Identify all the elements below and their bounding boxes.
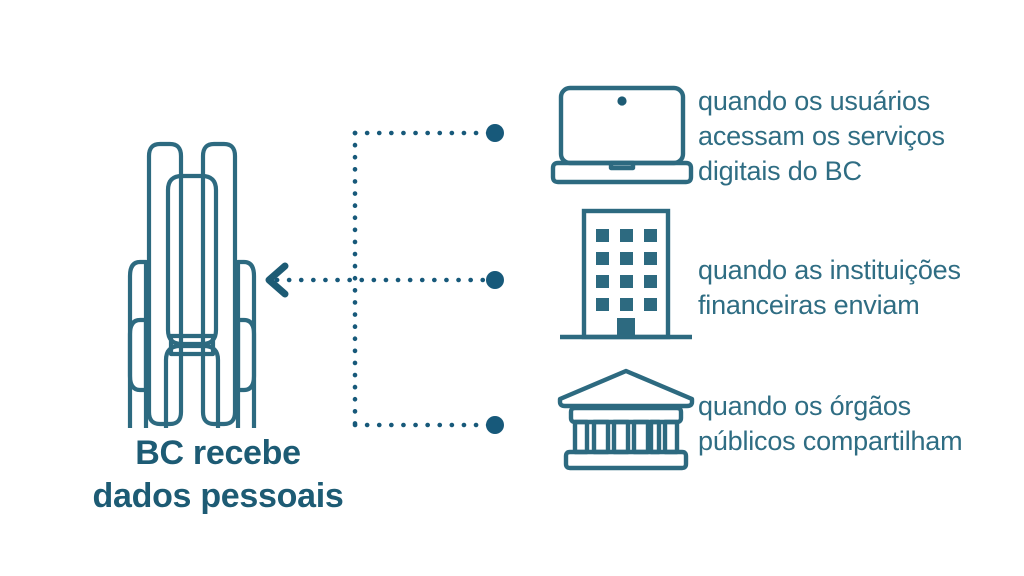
laptop-camera-dot <box>617 96 627 106</box>
office-building-door <box>617 318 635 337</box>
connector-group <box>255 110 525 450</box>
caption-3-line-1: quando os órgãos <box>698 391 911 421</box>
caption-1-line-1: quando os usuários <box>698 86 931 116</box>
caption-public-agencies: quando os órgãos públicos compartilham <box>698 389 963 459</box>
caption-1-line-2: acessam os serviços <box>698 121 945 152</box>
laptop-glyph <box>550 85 694 185</box>
page-title-line-2: dados pessoais <box>92 476 344 515</box>
page-title: BC recebe dados pessoais <box>18 432 418 518</box>
bc-vault-building-logo <box>118 128 266 453</box>
office-building-glyph <box>557 208 695 340</box>
office-building-icon <box>557 205 695 345</box>
caption-users-digital-services: quando os usuários acessam os serviços d… <box>698 84 945 189</box>
classical-bank-icon <box>556 368 696 472</box>
caption-2-line-1: quando as instituições <box>698 255 961 285</box>
arrow-left-icon <box>265 262 289 298</box>
caption-2-line-2: financeiras enviam <box>698 290 920 321</box>
office-building-windows <box>596 229 657 311</box>
connector-endpoint-top <box>486 124 504 142</box>
connector-lines <box>265 124 504 434</box>
caption-financial-institutions: quando as instituições financeiras envia… <box>698 253 961 323</box>
connector-endpoint-middle <box>486 271 504 289</box>
bc-vault-building-icon <box>127 141 257 453</box>
page-title-line-1: BC recebe <box>135 434 301 472</box>
classical-bank-glyph <box>557 368 695 471</box>
laptop-icon <box>548 80 696 190</box>
caption-3-line-2: públicos compartilham <box>698 426 963 457</box>
connector-endpoint-bottom <box>486 416 504 434</box>
caption-1-line-3: digitais do BC <box>698 156 862 187</box>
